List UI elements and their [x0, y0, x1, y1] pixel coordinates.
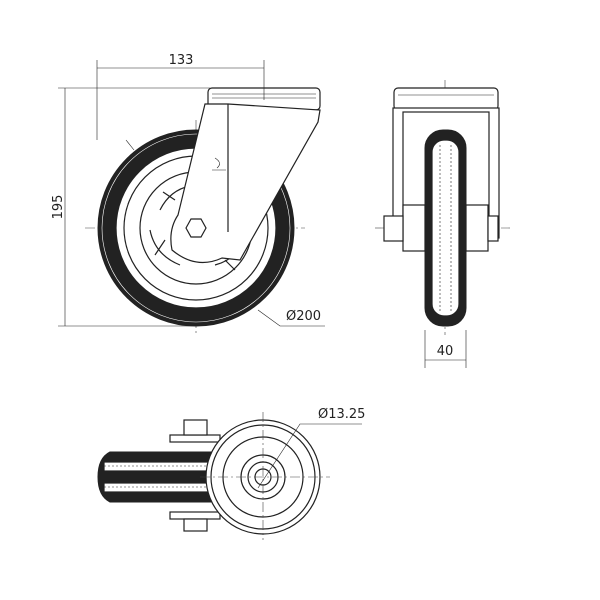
dimension-diameter-200: Ø200 [286, 309, 321, 324]
dimension-133: 133 [169, 53, 194, 68]
dimension-diameter-13-25: Ø13.25 [318, 407, 365, 422]
side-view: 40 [375, 80, 510, 368]
dimension-40: 40 [437, 344, 454, 359]
dimension-195: 195 [51, 195, 66, 220]
front-view: 133 195 Ø200 [51, 53, 325, 335]
bottom-view: Ø13.25 [97, 407, 365, 540]
axle-nut [185, 218, 207, 238]
fork-arm [170, 103, 321, 264]
